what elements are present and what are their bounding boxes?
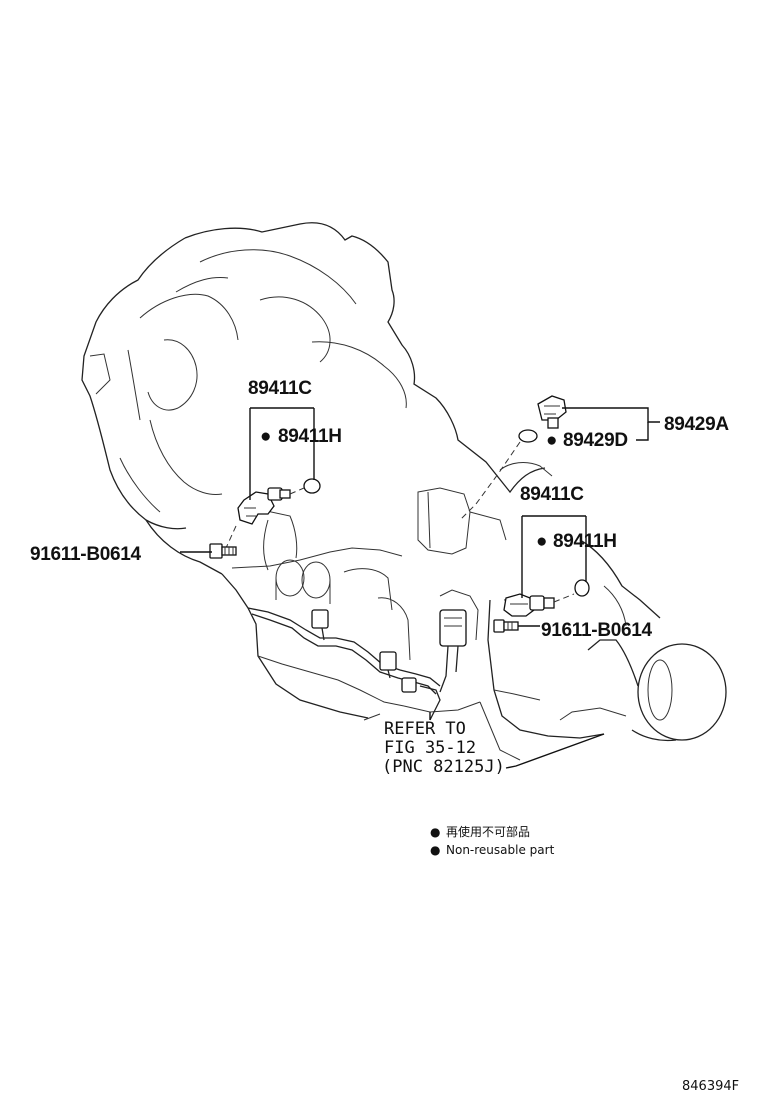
- o-ring-upper: [303, 478, 321, 494]
- label-89411c-upper: 89411C: [248, 378, 312, 399]
- pressure-switch: [459, 395, 567, 521]
- label-91611-b0614-left: 91611-B0614: [30, 544, 142, 565]
- non-reusable-marker: ●: [536, 531, 547, 552]
- bolt-right: [493, 619, 519, 633]
- label-89411h-lower-text: 89411H: [553, 531, 617, 552]
- wiring-harness: [247, 607, 467, 721]
- label-89411h-upper-text: 89411H: [278, 426, 342, 447]
- leader-lines: [180, 407, 660, 769]
- label-89429d: ● 89429D: [546, 430, 628, 451]
- figure-number: 846394F: [682, 1079, 739, 1094]
- speed-sensor-lower: [503, 579, 590, 617]
- legend-japanese: 再使用不可部品: [446, 824, 530, 839]
- harness-connector-3: [401, 677, 417, 693]
- transmission-housing: [81, 222, 727, 761]
- label-89429a: 89429A: [664, 414, 729, 435]
- bolt-left: [209, 543, 237, 559]
- label-89411h-upper: ● 89411H: [260, 426, 342, 447]
- label-89429d-text: 89429D: [563, 430, 628, 451]
- refer-line-1: REFER TO: [384, 719, 466, 739]
- legend-english: Non-reusable part: [446, 843, 555, 857]
- o-ring-lower: [574, 579, 590, 597]
- refer-line-3: (PNC 82125J): [382, 757, 505, 777]
- gasket: [518, 429, 538, 443]
- non-reusable-marker: ●: [546, 430, 557, 451]
- legend-marker-jp: ●: [430, 825, 440, 839]
- harness-connector-2: [379, 651, 397, 671]
- label-89411h-lower: ● 89411H: [536, 531, 617, 552]
- label-91611-b0614-right: 91611-B0614: [541, 620, 653, 641]
- speed-sensor-upper: [225, 478, 321, 549]
- non-reusable-marker: ●: [260, 426, 271, 447]
- harness-connector-1: [311, 609, 329, 629]
- harness-main-connector: [439, 609, 467, 647]
- refer-line-2: FIG 35-12: [384, 738, 476, 758]
- legend-marker-en: ●: [430, 843, 440, 857]
- refer-note: REFER TO FIG 35-12 (PNC 82125J): [382, 719, 505, 777]
- legend: ● 再使用不可部品 ● Non-reusable part: [430, 824, 555, 857]
- label-89411c-lower: 89411C: [520, 484, 584, 505]
